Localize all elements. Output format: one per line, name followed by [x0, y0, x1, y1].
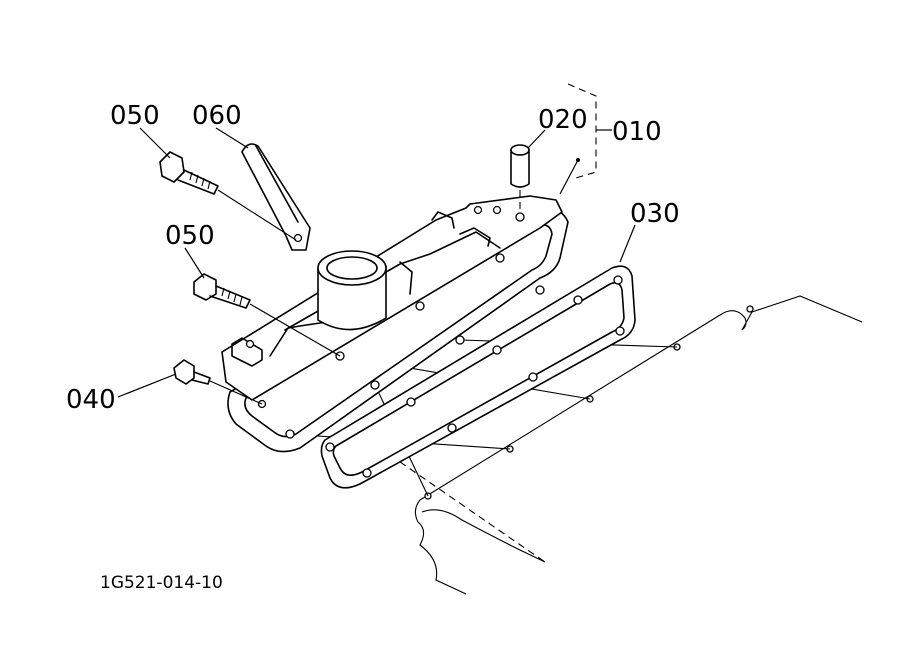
stud-020: [510, 144, 530, 212]
callout-050-mid: 050: [165, 221, 215, 251]
leader-lines: [117, 83, 636, 398]
bracket-060: [241, 143, 311, 251]
callout-050-top: 050: [110, 101, 160, 131]
callout-040: 040: [66, 385, 116, 415]
figure-id-label: 1G521-014-10: [100, 573, 223, 593]
callout-030: 030: [630, 199, 680, 229]
bolt-040: [173, 359, 263, 405]
callout-020: 020: [538, 105, 588, 135]
manifold-gasket: [320, 265, 636, 489]
callout-060: 060: [192, 101, 242, 131]
callout-010: 010: [612, 117, 662, 147]
bolt-050-mid: [193, 273, 341, 357]
intake-manifold: [221, 195, 569, 453]
bolt-050-top: [159, 151, 297, 241]
